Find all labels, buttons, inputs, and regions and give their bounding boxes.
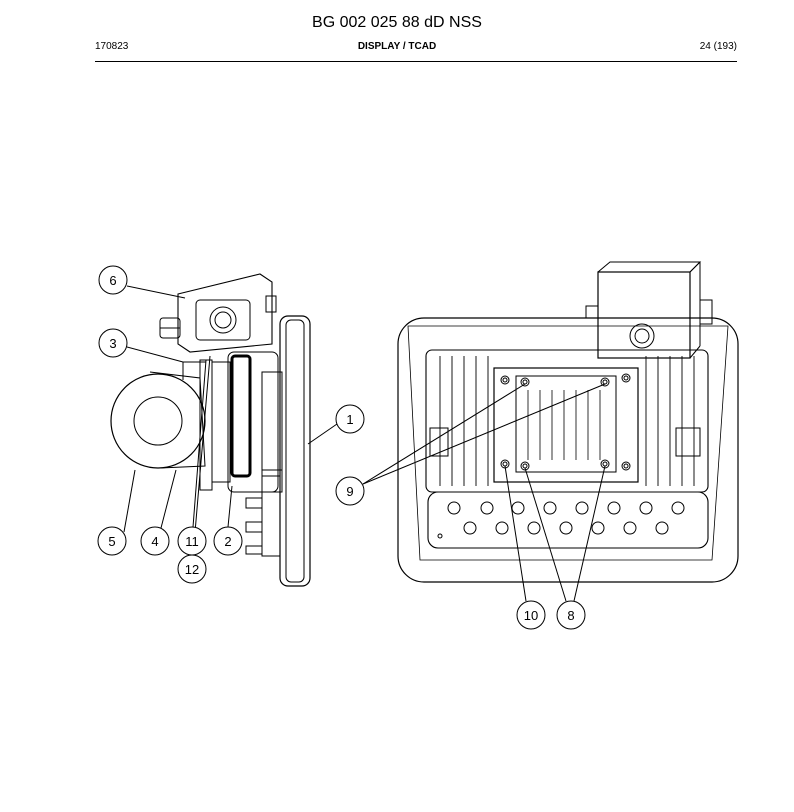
section-title: DISPLAY / TCAD <box>357 41 437 52</box>
callout-4: 4 <box>151 534 158 549</box>
page-number: 24 (193) <box>699 41 737 52</box>
leader-lines <box>123 285 606 602</box>
display-side-view <box>110 273 311 587</box>
connector-row-top <box>447 501 685 515</box>
junction-box-side <box>159 273 277 353</box>
header-rule <box>95 61 737 62</box>
callout-3: 3 <box>109 336 116 351</box>
display-back-view <box>397 261 739 583</box>
junction-box-front <box>585 261 713 359</box>
document-code: 170823 <box>95 41 129 52</box>
callout-9: 9 <box>346 484 353 499</box>
callout-1: 1 <box>346 412 353 427</box>
callout-2: 2 <box>224 534 231 549</box>
mounting-holes <box>500 373 631 471</box>
callout-8: 8 <box>567 608 574 623</box>
callout-12: 12 <box>185 562 199 577</box>
callouts <box>97 265 586 630</box>
callout-6: 6 <box>109 273 116 288</box>
callout-11: 11 <box>185 534 199 549</box>
callout-5: 5 <box>108 534 115 549</box>
document-title: BG 002 025 88 dD NSS <box>312 14 482 31</box>
connector-row-bottom <box>463 521 669 535</box>
callout-10: 10 <box>524 608 538 623</box>
